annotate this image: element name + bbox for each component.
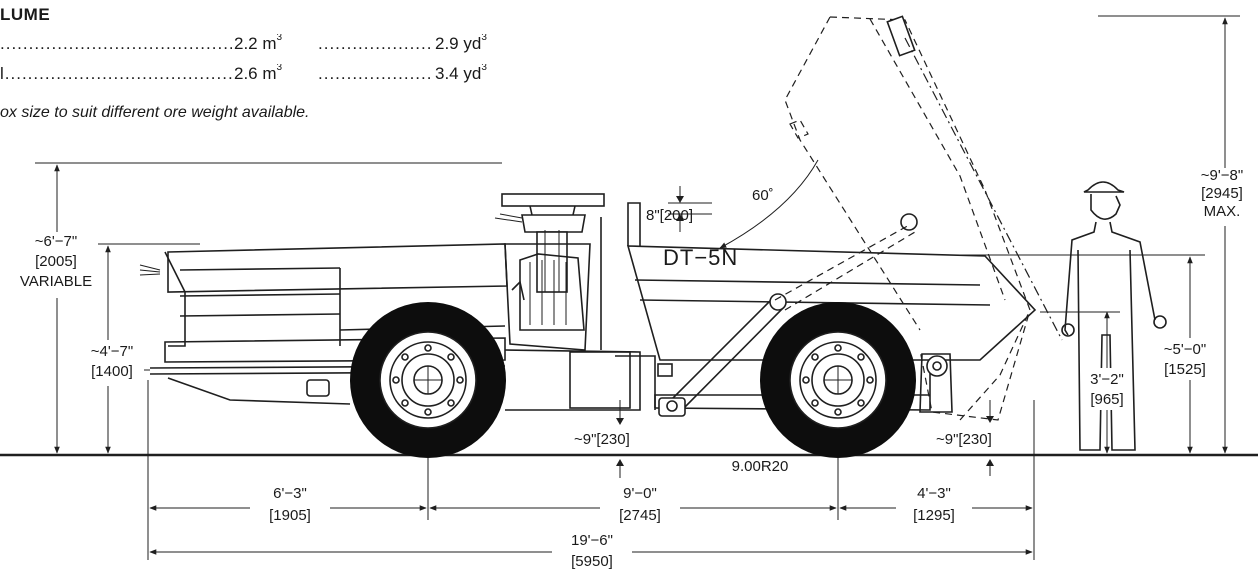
angle-label: 60˚ (752, 187, 774, 204)
spec-note: ox size to suit different ore weight ava… (0, 104, 310, 121)
step-plate (306, 379, 330, 397)
dim-label: ~6'−7" (35, 233, 77, 250)
rear-wheel (760, 302, 916, 458)
spec-leader: l.......................................… (0, 64, 232, 83)
dim-label: [965] (1090, 391, 1123, 408)
spec-row: ........................................… (0, 34, 540, 56)
spec-metric: 2.6 m3 (234, 64, 283, 83)
spec-imperial: 2.9 yd3 (435, 34, 487, 53)
dim-label: [1295] (913, 507, 955, 524)
dim-label: 9'−0" (623, 485, 657, 502)
dim-label: 19'−6" (571, 532, 613, 549)
spec-row: l.......................................… (0, 64, 540, 86)
dim-label: [1400] (91, 363, 133, 380)
front-wheel (350, 302, 506, 458)
raised-dump-box (829, 16, 1031, 421)
spec-imperial: 3.4 yd3 (435, 64, 487, 83)
light-icon (494, 213, 523, 223)
dim-label: [1905] (269, 507, 311, 524)
dim-label: 4'−3" (917, 485, 951, 502)
dim-label: 8"[200] (646, 207, 693, 224)
dim-label: ~4'−7" (91, 343, 133, 360)
canopy-roof (501, 193, 605, 207)
dim-label: ~5'−0" (1164, 341, 1206, 358)
spec-leader: ........................................… (0, 34, 232, 53)
dim-label: MAX. (1204, 203, 1241, 220)
dim-label: ~9"[230] (936, 431, 992, 448)
rear-pivot (926, 355, 948, 377)
dim-label: 6'−3" (273, 485, 307, 502)
dim-label: [2945] (1201, 185, 1243, 202)
dim-label: ~9'−8" (1201, 167, 1243, 184)
dim-label: [2745] (619, 507, 661, 524)
dim-label: ~9"[230] (574, 431, 630, 448)
spec-heading: LUME (0, 5, 51, 24)
dim-label: [1525] (1164, 361, 1206, 378)
spec-metric: 2.2 m3 (234, 34, 283, 53)
hard-hat-icon (1083, 181, 1125, 193)
spec-leader: ........................ (318, 64, 432, 83)
operator-seat (519, 253, 585, 331)
spec-leader: ........................ (318, 34, 432, 53)
dim-label: [2005] (35, 253, 77, 270)
hoist-cylinder (664, 295, 786, 413)
dump-box (626, 245, 1037, 361)
angle-arc (719, 159, 819, 249)
tire-size-label: 9.00R20 (732, 458, 789, 475)
dim-label: [5950] (571, 553, 613, 570)
model-label: DT−5N (663, 245, 738, 270)
volume-spec: LUME ...................................… (0, 0, 560, 130)
dim-label: 3'−2" (1090, 371, 1124, 388)
dim-label: VARIABLE (20, 273, 92, 290)
truck: DT−5N (139, 15, 1063, 458)
light-icon (139, 264, 161, 276)
